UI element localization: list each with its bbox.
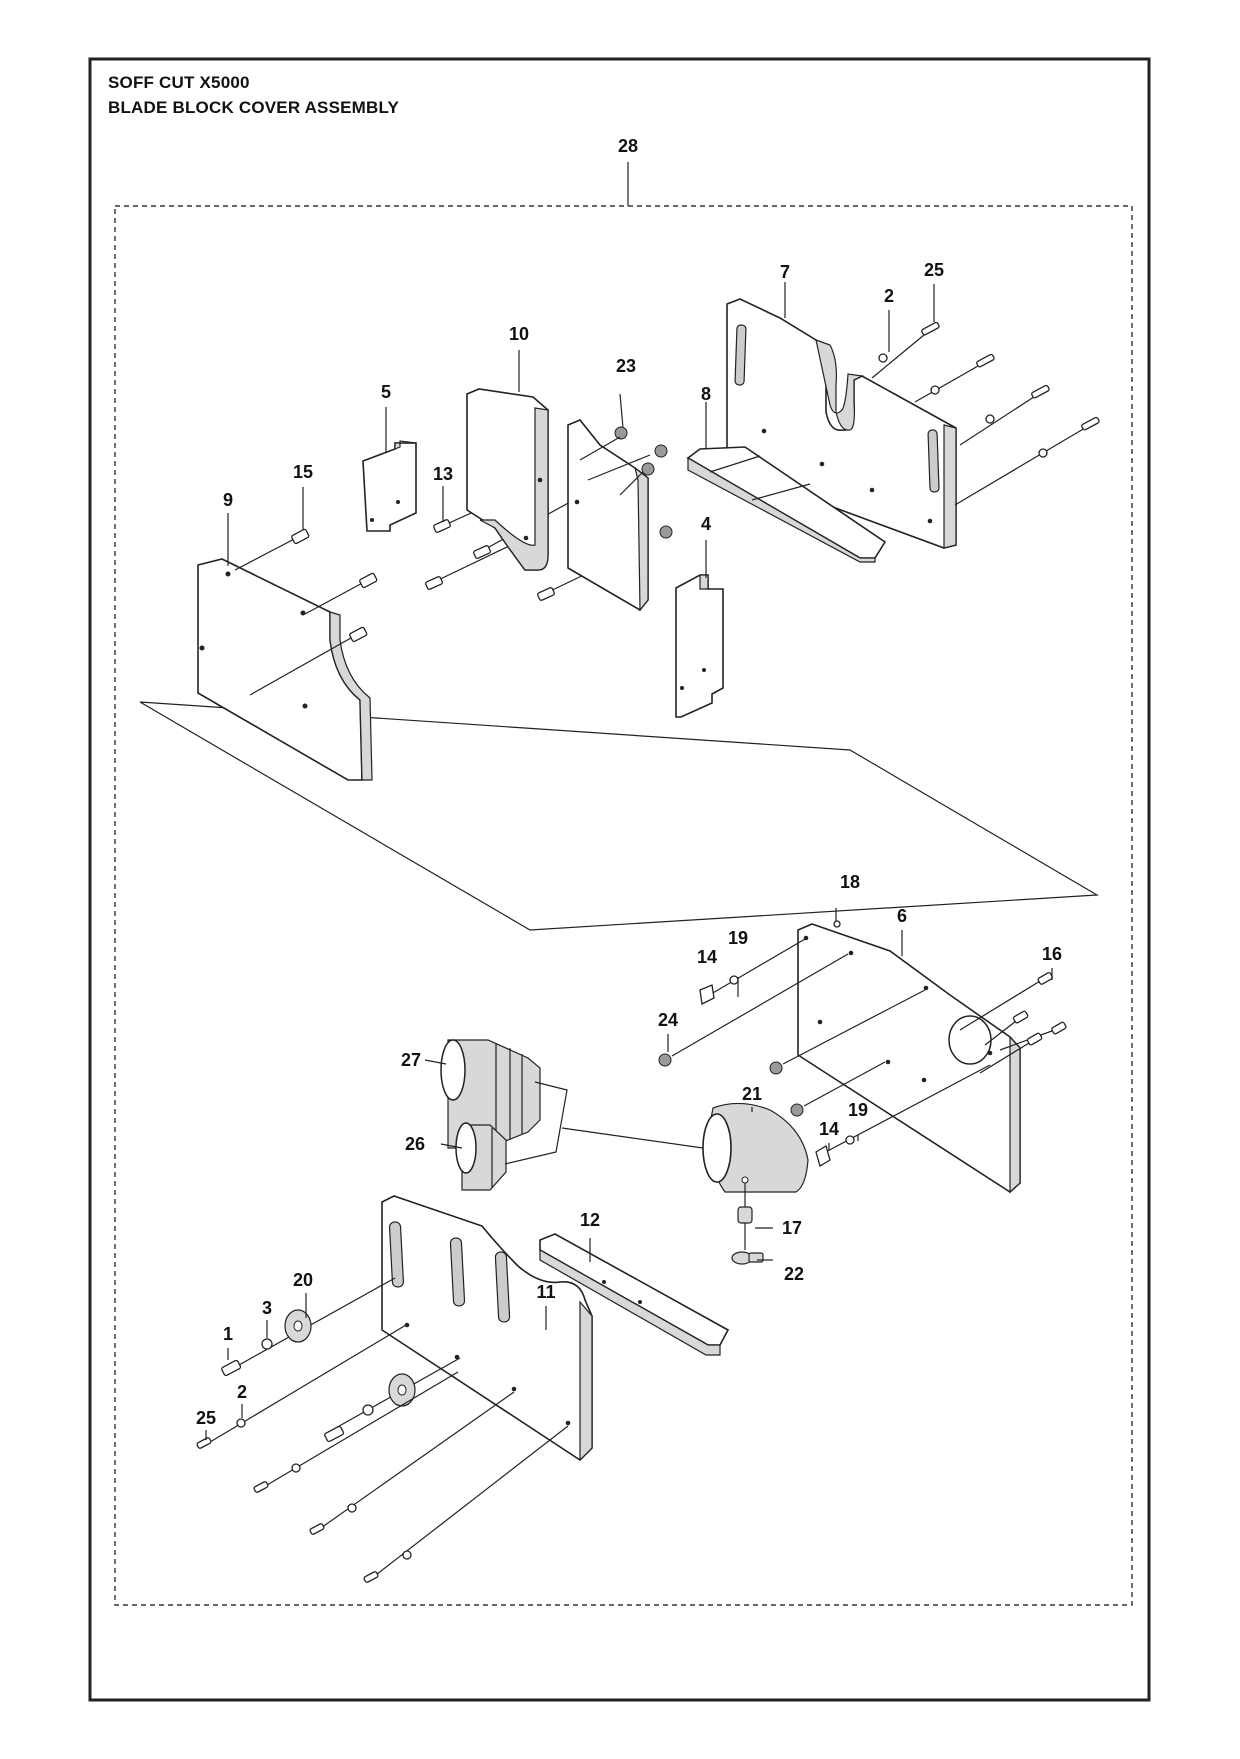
callout-24: 24 xyxy=(658,1010,678,1030)
outer-frame xyxy=(88,57,1151,1702)
part-27-hose-adaptor xyxy=(440,1039,541,1149)
callout-2-b: 2 xyxy=(237,1382,247,1402)
callout-18: 18 xyxy=(840,872,860,892)
callout-1: 1 xyxy=(223,1324,233,1344)
part-26-hose-adaptor xyxy=(455,1122,507,1191)
callout-5: 5 xyxy=(381,382,391,402)
callout-7: 7 xyxy=(780,262,790,282)
callout-28: 28 xyxy=(618,136,638,156)
callout-2: 2 xyxy=(884,286,894,306)
callout-19-b: 19 xyxy=(848,1100,868,1120)
callout-26: 26 xyxy=(405,1134,425,1154)
callout-9: 9 xyxy=(223,490,233,510)
callout-10: 10 xyxy=(509,324,529,344)
part-2-25-hardware-upper xyxy=(871,321,1100,506)
callout-19: 19 xyxy=(728,928,748,948)
callout-25-b: 25 xyxy=(196,1408,216,1428)
part-9-side-plate xyxy=(197,558,373,781)
assembly-title: BLADE BLOCK COVER ASSEMBLY xyxy=(108,98,400,117)
part-21-dust-outlet xyxy=(702,1102,809,1193)
callout-23: 23 xyxy=(616,356,636,376)
callout-25: 25 xyxy=(924,260,944,280)
assembly-boundary xyxy=(114,205,1133,1606)
model-title: SOFF CUT X5000 xyxy=(108,73,250,92)
leader-lines xyxy=(205,282,1053,1440)
callout-22: 22 xyxy=(784,1264,804,1284)
part-17-22-knob xyxy=(731,1183,764,1265)
part-5-plate xyxy=(362,440,417,532)
callout-6: 6 xyxy=(897,906,907,926)
callout-14-b: 14 xyxy=(819,1119,839,1139)
callout-3: 3 xyxy=(262,1298,272,1318)
hardware-lower-right xyxy=(658,908,1067,1167)
callout-12: 12 xyxy=(580,1210,600,1230)
part-23-nuts xyxy=(579,393,673,539)
part-4-slotted-plate xyxy=(675,574,724,718)
part-11-side-plate xyxy=(381,1195,593,1462)
callout-16: 16 xyxy=(1042,944,1062,964)
reference-plane xyxy=(139,701,1099,931)
callout-8: 8 xyxy=(701,384,711,404)
callout-17: 17 xyxy=(782,1218,802,1238)
callout-21: 21 xyxy=(742,1084,762,1104)
callout-11: 11 xyxy=(536,1282,555,1302)
part-10-cover-plate xyxy=(466,388,649,612)
callout-14: 14 xyxy=(697,947,717,967)
part-8-angle-bar xyxy=(686,446,887,563)
callout-13: 13 xyxy=(433,464,453,484)
part-15-screws xyxy=(234,528,378,696)
callout-labels: 28 7 25 2 10 23 5 8 15 13 9 4 18 6 19 14… xyxy=(196,136,1062,1428)
callout-27: 27 xyxy=(401,1050,421,1070)
callout-15: 15 xyxy=(293,462,313,482)
adaptor-bracket xyxy=(504,1081,568,1165)
callout-4: 4 xyxy=(701,514,711,534)
callout-20: 20 xyxy=(293,1270,313,1290)
part-6-side-plate xyxy=(797,923,1021,1194)
part-12-rail xyxy=(539,1233,730,1356)
hardware-lower-left xyxy=(196,1277,569,1583)
